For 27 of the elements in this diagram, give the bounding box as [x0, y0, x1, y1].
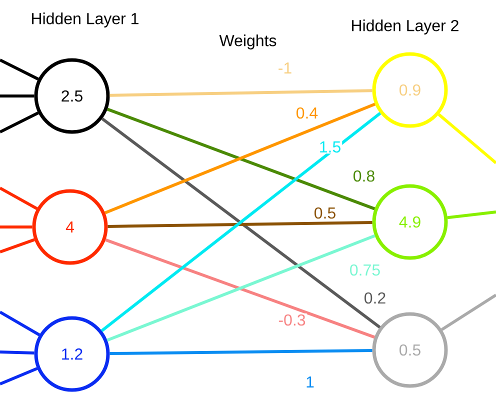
layer-heading: Weights — [219, 34, 276, 50]
connection-line — [0, 112, 39, 134]
edge-label: 0.2 — [362, 291, 388, 305]
edge-label: 1.5 — [318, 140, 342, 154]
connection-line — [0, 226, 32, 228]
connection-line — [447, 210, 496, 220]
connection-line — [0, 58, 39, 80]
connection-line — [0, 186, 38, 210]
edge-label: 0.5 — [312, 206, 338, 220]
connection-line — [110, 89, 372, 97]
connection-line — [438, 113, 496, 164]
edge-label: -1 — [276, 62, 294, 74]
edge-label: 0.4 — [294, 106, 320, 120]
connection-line — [0, 350, 34, 354]
connection-line — [108, 221, 372, 228]
edge-label: 1 — [304, 376, 316, 388]
connection-line — [0, 238, 35, 254]
connection-line — [441, 294, 496, 331]
connection-line — [0, 94, 34, 98]
layer-heading: Hidden Layer 2 — [352, 20, 458, 34]
connection-line — [0, 310, 40, 336]
connection-line — [110, 348, 372, 356]
connection-line — [0, 367, 38, 386]
layer-heading: Hidden Layer 1 — [32, 12, 138, 28]
edge-label: 0.8 — [352, 169, 376, 183]
edge-label: 0.75 — [348, 263, 382, 277]
edge-label: -0.3 — [277, 313, 307, 327]
